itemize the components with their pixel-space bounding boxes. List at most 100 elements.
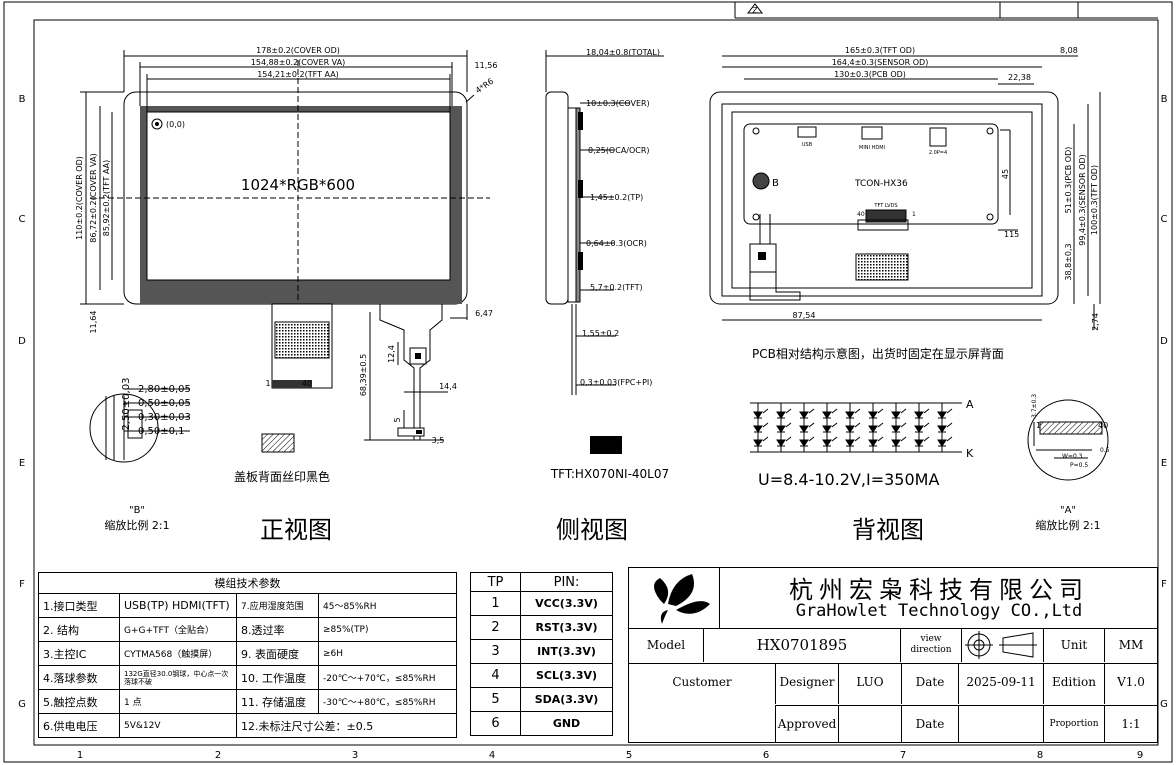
col-marker: 6 (763, 750, 769, 761)
back-sensor-od-height: 99,4±0.3(SENSOR OD) (1078, 154, 1087, 246)
designer-value: LUO (839, 664, 902, 704)
dim-cover-od-height: 110±0.2(COVER OD) (75, 156, 84, 240)
led-emission-arrow (923, 436, 930, 442)
pin-number: 2 (470, 615, 521, 640)
led-diode (868, 439, 878, 447)
spec-key: 7.应用湿度范围 (236, 593, 319, 618)
led-diode (822, 439, 832, 447)
back-sensor-od-width: 164,4±0.3(SENSOR OD) (832, 58, 929, 67)
detail-a-h: 3.7±0.3 (1031, 394, 1038, 418)
col-marker: 5 (626, 750, 632, 761)
company-name-cn: 杭州宏枭科技有限公司 (789, 576, 1089, 604)
company-name-en: GraHowlet Technology CO.,Ltd (795, 601, 1083, 621)
model-value: HX0701895 (704, 628, 901, 662)
led-emission-arrow (854, 422, 861, 428)
back-dim-274: 2,74 (1091, 313, 1100, 331)
back-conn: 2.0P=4 (929, 150, 947, 156)
row-markers: B C D E F G B C D E F G (18, 94, 1168, 710)
pin-number: 1 (470, 591, 521, 616)
side-view-labels: 18,04±0.8(TOTAL) 10±0.3(COVER) 0,25(OCA/… (580, 48, 660, 387)
table-row: 3.主控IC CYTMA568（触摸屏） 9. 表面硬度 ≥6H (38, 641, 457, 666)
detail-b (89, 388, 190, 463)
date-value: 2025-09-11 (959, 664, 1044, 704)
col-markers: 1 2 3 4 5 6 7 8 9 (77, 750, 1143, 761)
back-dim-8754: 87,54 (793, 311, 816, 320)
unit-label: Unit (1044, 628, 1105, 662)
row-marker: E (19, 458, 25, 469)
row-marker: G (1160, 699, 1168, 710)
origin-mark (151, 118, 163, 130)
led-diode (822, 425, 832, 433)
led-diode (914, 439, 924, 447)
led-diode (868, 411, 878, 419)
detail-a-p: P=0.5 (1070, 462, 1088, 469)
spec-key: 2. 结构 (38, 617, 120, 642)
back-tft-od-height: 100±0.3(TFT OD) (1090, 165, 1099, 235)
back-tft-lvds: TFT LVDS (873, 203, 897, 209)
col-marker: 3 (352, 750, 358, 761)
row-marker: C (1161, 214, 1168, 225)
led-diode (845, 439, 855, 447)
date2-label: Date (902, 706, 959, 743)
projection-symbol-icon (965, 631, 1037, 659)
dim-14-4: 14,4 (439, 382, 457, 391)
edition-value: V1.0 (1117, 675, 1145, 689)
led-emission-arrow (877, 408, 884, 414)
side-oca: 0,25(OCA/OCR) (588, 146, 650, 155)
back-pcb-od-height: 51±0.3(PCB OD) (1064, 147, 1073, 214)
detail-b-dim2: 0,50±0,05 (138, 398, 191, 409)
led-diode (799, 425, 809, 433)
spec-value: -20℃～+70℃，≤85%RH (318, 665, 457, 690)
pin-number: 6 (470, 711, 521, 736)
back-dim-3883: 38,8±0,3 (1064, 243, 1073, 280)
side-tp: 1,45±0.2(TP) (590, 193, 643, 202)
side-view-title: 侧视图 (556, 516, 628, 544)
led-diode (776, 439, 786, 447)
power-spec: U=8.4-10.2V,I=350MA (758, 470, 939, 489)
origin-dot (155, 122, 159, 126)
dim-tft-aa-height: 85,92±0.2(TFT AA) (102, 160, 111, 237)
led-emission-arrow (831, 422, 838, 428)
pin-signal: RST(3.3V) (520, 615, 613, 640)
led-emission-arrow (785, 422, 792, 428)
led-diode (891, 411, 901, 419)
back-view-labels: 165±0.3(TFT OD) 164,4±0.3(SENSOR OD) 130… (772, 46, 1100, 331)
tft-model: TFT:HX070NI-40L07 (550, 467, 669, 481)
led-emission-arrow (946, 436, 953, 442)
back-b-mark: B (772, 178, 779, 189)
led-diode (937, 425, 947, 433)
side-cover: 10±0.3(COVER) (586, 99, 650, 108)
dim-cover-va-width: 154,88±0.2(COVER VA) (251, 58, 345, 67)
pin-number: 5 (470, 687, 521, 712)
pin-header-pin: PIN: (520, 572, 613, 592)
back-view (709, 55, 1101, 330)
pin-signal: INT(3.3V) (520, 639, 613, 664)
pin-signal: SCL(3.3V) (520, 663, 613, 688)
dim-12-4: 12,4 (387, 345, 396, 363)
led-diode (753, 425, 763, 433)
col-marker: 8 (1037, 750, 1043, 761)
spec-key: 12.未标注尺寸公差：±0.5 (236, 713, 457, 738)
detail-a-pin1: 1 (1036, 421, 1041, 430)
proportion-value: 1:1 (1121, 717, 1141, 731)
row-marker: C (19, 214, 26, 225)
resolution-label: 1024*RGB*600 (241, 176, 355, 194)
led-emission-arrow (785, 408, 792, 414)
led-emission-arrow (808, 422, 815, 428)
spec-value: -30℃～+80℃，≤85%RH (318, 689, 457, 714)
back-pcb-od-width: 130±0.3(PCB OD) (834, 70, 906, 79)
table-row: 6.供电电压 5V&12V 12.未标注尺寸公差：±0.5 (38, 713, 457, 738)
back-tcon: TCON-HX36 (854, 179, 908, 189)
spec-key: 10. 工作温度 (236, 665, 319, 690)
led-diode (776, 425, 786, 433)
spec-key: 4.落球参数 (38, 665, 120, 690)
designer-label: Designer (776, 664, 839, 704)
spec-value: 1 点 (119, 689, 237, 714)
dim-radius: 4*R6 (474, 77, 495, 96)
side-total: 18,04±0.8(TOTAL) (586, 48, 660, 57)
spec-key: 11. 存储温度 (236, 689, 319, 714)
